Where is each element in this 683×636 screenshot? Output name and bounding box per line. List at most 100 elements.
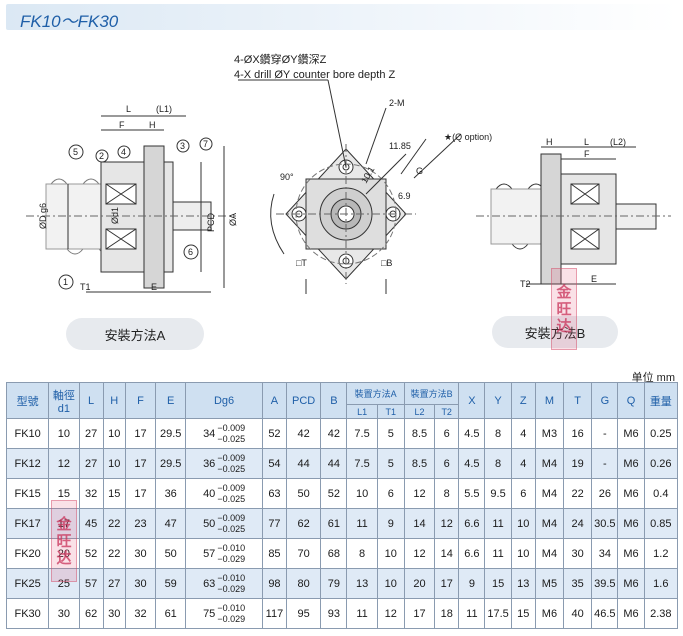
cell-a: 54 [261, 448, 288, 479]
cell-t2: 6 [434, 418, 460, 449]
front-view-labels: 4-ØX鑽穿ØY鑽深Z 4-X drill ØY counter bore de… [234, 52, 492, 268]
cell-t1: 5 [376, 418, 405, 449]
dim-T-square: □T [296, 258, 307, 268]
cell-q: M6 [617, 568, 645, 599]
cell-q: M6 [617, 538, 645, 569]
cell-w: 0.25 [643, 418, 679, 449]
cell-l2: 12 [403, 478, 436, 509]
cell-q: M6 [617, 448, 645, 479]
cell-d1: 15 [48, 478, 80, 509]
cell-l1: 11 [346, 598, 378, 629]
cell-w: 0.4 [643, 478, 679, 509]
cell-d1: 30 [48, 598, 80, 629]
cell-dg6: 57−0.010−0.029 [185, 538, 263, 569]
cell-l2: 8.5 [403, 448, 436, 479]
cell-model: FK15 [5, 478, 50, 509]
cell-l: 32 [78, 478, 104, 509]
cell-t: 40 [563, 598, 593, 629]
cell-l2: 14 [403, 508, 436, 539]
callout-5: 5 [73, 147, 78, 157]
cell-d1: 12 [48, 448, 80, 479]
cell-b: 68 [320, 538, 348, 569]
side-view-a [26, 115, 236, 293]
cell-f: 17 [124, 478, 157, 509]
cell-t1: 12 [376, 598, 405, 629]
cell-y: 8 [484, 448, 512, 479]
cell-z: 15 [510, 598, 536, 629]
cell-m: M4 [534, 538, 565, 569]
th-weight: 重量 [643, 382, 679, 419]
dim-E-b: E [591, 274, 597, 284]
th-X: X [458, 382, 486, 419]
dim-H-a: H [149, 120, 156, 130]
cell-pcd: 70 [286, 538, 322, 569]
side-view-b-labels: H L (L2) F T2 E [520, 137, 626, 289]
cell-l1: 7.5 [346, 448, 378, 479]
cell-g: 39.5 [591, 568, 619, 599]
cell-q: M6 [617, 508, 645, 539]
cell-g: - [591, 418, 619, 449]
cell-z: 10 [510, 508, 536, 539]
method-a-label: 安裝方法A [66, 318, 204, 350]
dim-6-9: 6.9 [398, 191, 411, 201]
cell-l: 27 [78, 418, 104, 449]
cell-pcd: 42 [286, 418, 322, 449]
th-mount-a: 裝置方法A [346, 382, 405, 405]
cell-w: 1.2 [643, 538, 679, 569]
cell-y: 9.5 [484, 478, 512, 509]
dim-D-g6: ØD g6 [38, 203, 48, 229]
cell-z: 13 [510, 568, 536, 599]
cell-e: 61 [155, 598, 187, 629]
cell-x: 6.6 [458, 538, 486, 569]
cell-dg6: 75−0.010−0.029 [185, 598, 263, 629]
cell-m: M6 [534, 598, 565, 629]
th-T2: T2 [434, 404, 460, 419]
cell-b: 44 [320, 448, 348, 479]
cell-t1: 6 [376, 478, 405, 509]
angle-90: 90° [280, 172, 294, 182]
cell-a: 117 [261, 598, 288, 629]
cell-z: 6 [510, 478, 536, 509]
cell-h: 22 [102, 508, 126, 539]
cell-a: 52 [261, 418, 288, 449]
cell-model: FK17 [5, 508, 50, 539]
cell-dg6: 34−0.009−0.025 [185, 418, 263, 449]
th-Z: Z [510, 382, 536, 419]
cell-x: 9 [458, 568, 486, 599]
dim-F-b: F [584, 149, 590, 159]
th-A: A [261, 382, 288, 419]
cell-l: 57 [78, 568, 104, 599]
cell-pcd: 62 [286, 508, 322, 539]
cell-a: 98 [261, 568, 288, 599]
drawing-svg: L (L1) F H 5 2 4 3 7 6 1 ØD g6 Ød1 PCD Ø… [26, 52, 671, 294]
cell-t: 16 [563, 418, 593, 449]
callout-3: 3 [180, 141, 185, 151]
cell-x: 4.5 [458, 448, 486, 479]
callout-6: 6 [188, 247, 193, 257]
cell-e: 59 [155, 568, 187, 599]
cell-l1: 11 [346, 508, 378, 539]
dim-A: ØA [228, 213, 238, 226]
cell-model: FK20 [5, 538, 50, 569]
cell-l: 45 [78, 508, 104, 539]
cell-m: M4 [534, 508, 565, 539]
technical-drawing: L (L1) F H 5 2 4 3 7 6 1 ØD g6 Ød1 PCD Ø… [6, 34, 678, 334]
dim-T1: T1 [80, 282, 91, 292]
cell-x: 5.5 [458, 478, 486, 509]
cell-h: 15 [102, 478, 126, 509]
cell-t1: 10 [376, 538, 405, 569]
cell-y: 8 [484, 418, 512, 449]
cell-h: 22 [102, 538, 126, 569]
dim-L2: (L2) [610, 137, 626, 147]
cell-t1: 9 [376, 508, 405, 539]
cell-l2: 12 [403, 538, 436, 569]
dim-F-a: F [119, 120, 125, 130]
cell-t2: 14 [434, 538, 460, 569]
cell-f: 17 [124, 448, 157, 479]
